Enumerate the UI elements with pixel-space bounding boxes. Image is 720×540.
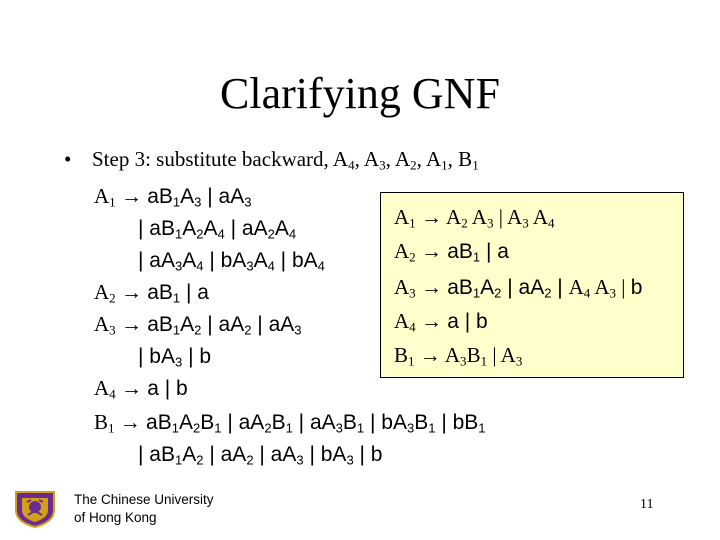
grammar-box: A1 → A2 A3 | A3 A4 A2 → aB1 | a A3 → aB1… [380, 192, 684, 378]
box-line-2: A2 → aB1 | a [394, 239, 509, 265]
footer-line-2: of Hong Kong [74, 510, 157, 525]
left-line-4: A2 → aB1 | a [94, 280, 209, 306]
left-line-7: A4 → a | b [94, 376, 188, 402]
box-line-5: B1 → A3B1 | A3 [394, 343, 523, 369]
left-line-5: A3 → aB1A2 | aA2 | aA3 [94, 312, 302, 338]
left-line-8: B1 → aB1A2B1 | aA2B1 | aA3B1 | bA3B1 | b… [94, 410, 486, 436]
footer-university: The Chinese University of Hong Kong [74, 491, 214, 527]
footer-line-1: The Chinese University [74, 492, 214, 507]
left-line-1: A1 → aB1A3 | aA3 [94, 184, 252, 210]
left-line-9: | aB1A2 | aA2 | aA3 | bA3 | b [138, 443, 383, 468]
box-line-4: A4 → a | b [394, 309, 488, 335]
left-line-6: | bA3 | b [138, 345, 212, 370]
box-line-3: A3 → aB1A2 | aA2 | A4 A3 | b [394, 275, 643, 301]
slide-title: Clarifying GNF [220, 69, 500, 118]
left-line-3: | aA3A4 | bA3A4 | bA4 [138, 249, 325, 274]
cuhk-crest-icon [15, 491, 55, 528]
bullet-dot: • [64, 147, 72, 171]
box-line-1: A1 → A2 A3 | A3 A4 [394, 205, 555, 231]
bullet-text: Step 3: substitute backward, A4, A3, A2,… [92, 147, 479, 173]
left-line-2: | aB1A2A4 | aA2A4 [138, 217, 297, 242]
page-number: 11 [640, 497, 654, 512]
bullet-step3: • Step 3: substitute backward, A4, A3, A2… [64, 147, 479, 173]
